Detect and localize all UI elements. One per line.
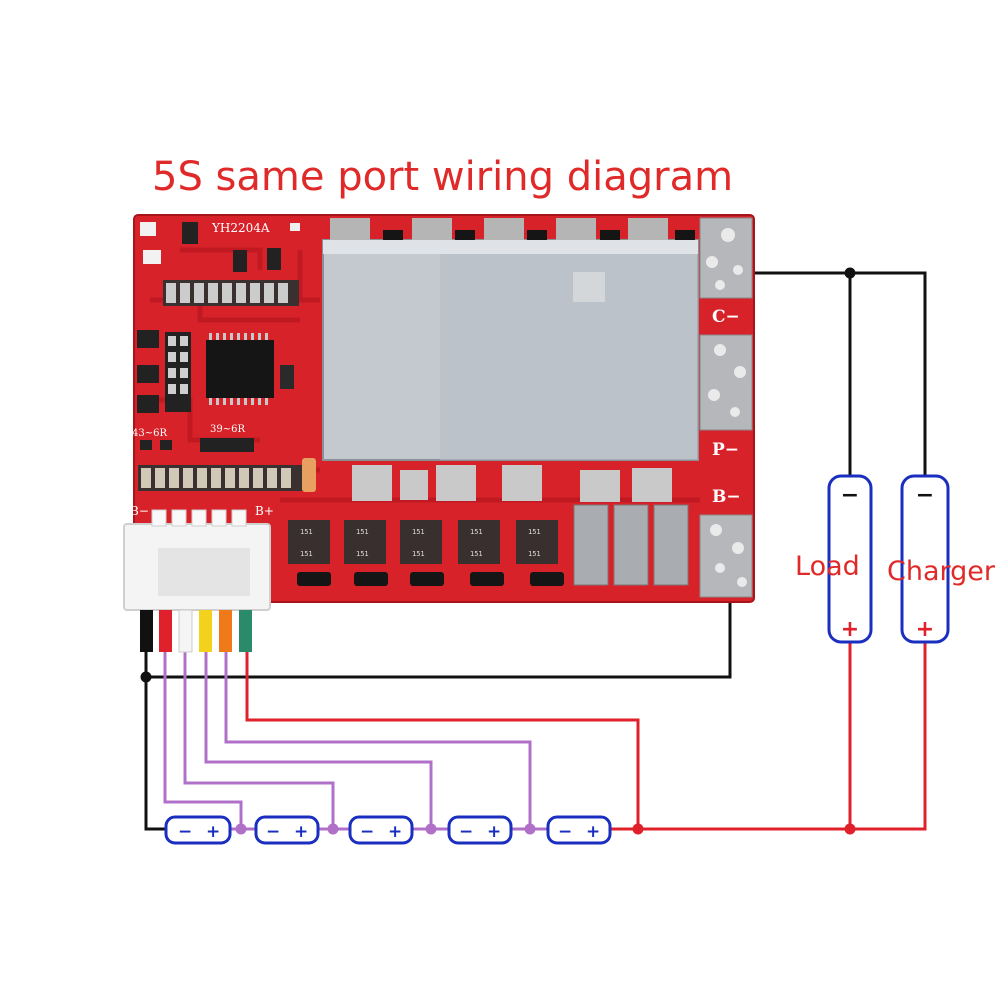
smd-parts-mid	[140, 438, 254, 452]
load-label: Load	[795, 551, 860, 582]
wire-balance-bplus	[245, 650, 640, 829]
svg-text:151: 151	[412, 528, 425, 536]
heatsink-plate	[322, 239, 699, 461]
svg-text:151: 151	[300, 550, 313, 558]
wire-balance-1	[163, 650, 243, 829]
svg-text:−: −	[459, 822, 473, 842]
svg-text:151: 151	[528, 550, 541, 558]
svg-text:151: 151	[470, 550, 483, 558]
battery-cell-2: − +	[254, 815, 320, 845]
load-minus-sign: −	[841, 483, 859, 508]
svg-text:151: 151	[356, 528, 369, 536]
label-r2: 39~6R	[210, 424, 245, 435]
battery-cell-5: − +	[546, 815, 612, 845]
board-model: YH2204A	[211, 221, 270, 235]
svg-text:+: +	[388, 822, 402, 842]
wire-balance-3	[204, 650, 433, 829]
connector-label-bminus: B−	[130, 504, 149, 518]
wire-battery-negative	[144, 625, 168, 831]
connector-label-bplus: B+	[255, 504, 274, 518]
resistor-array-bottom	[138, 458, 316, 492]
svg-text:151: 151	[300, 528, 313, 536]
device-load: − + Load	[795, 474, 873, 644]
balance-resistors: 151 151 151 151 151 151 151 151 151 151	[288, 520, 564, 586]
diagram-title: 5S same port wiring diagram	[152, 154, 733, 200]
wire-pack-positive	[608, 642, 927, 831]
svg-text:−: −	[360, 822, 374, 842]
pad-label-b: B−	[712, 487, 741, 507]
svg-text:+: +	[206, 822, 220, 842]
battery-cells: − + − + − + − + − +	[164, 815, 612, 845]
svg-text:+: +	[487, 822, 501, 842]
battery-cell-3: − +	[348, 815, 414, 845]
wire-balance-4	[224, 650, 532, 829]
svg-text:−: −	[558, 822, 572, 842]
power-pads	[699, 217, 753, 598]
charger-label: Charger	[887, 556, 996, 587]
wire-c-minus	[728, 271, 927, 478]
charger-plus-sign: +	[916, 617, 934, 642]
shunt-resistors	[573, 504, 689, 586]
svg-text:151: 151	[528, 528, 541, 536]
battery-cell-4: − +	[447, 815, 513, 845]
svg-text:−: −	[266, 822, 280, 842]
smd-parts-top	[182, 222, 300, 272]
svg-text:151: 151	[470, 528, 483, 536]
charger-minus-sign: −	[916, 483, 934, 508]
battery-cell-1: − +	[164, 815, 232, 845]
svg-text:+: +	[586, 822, 600, 842]
pad-label-p: P−	[712, 440, 739, 460]
svg-text:151: 151	[356, 550, 369, 558]
bms-board: YH2204A	[130, 214, 755, 603]
resistor-array-top	[163, 280, 299, 306]
label-r1: 43~6R	[132, 428, 167, 439]
via-grid	[352, 465, 672, 502]
wire-balance-2	[183, 650, 335, 829]
mosfet-row-top	[330, 218, 695, 240]
svg-text:+: +	[294, 822, 308, 842]
pad-label-c: C−	[712, 307, 740, 327]
svg-text:151: 151	[412, 550, 425, 558]
svg-text:−: −	[178, 822, 192, 842]
device-charger: − + Charger	[887, 474, 996, 644]
load-plus-sign: +	[841, 617, 859, 642]
junction-dots	[140, 267, 856, 835]
balance-connector	[123, 509, 271, 653]
bms-ic-chip	[206, 333, 294, 405]
